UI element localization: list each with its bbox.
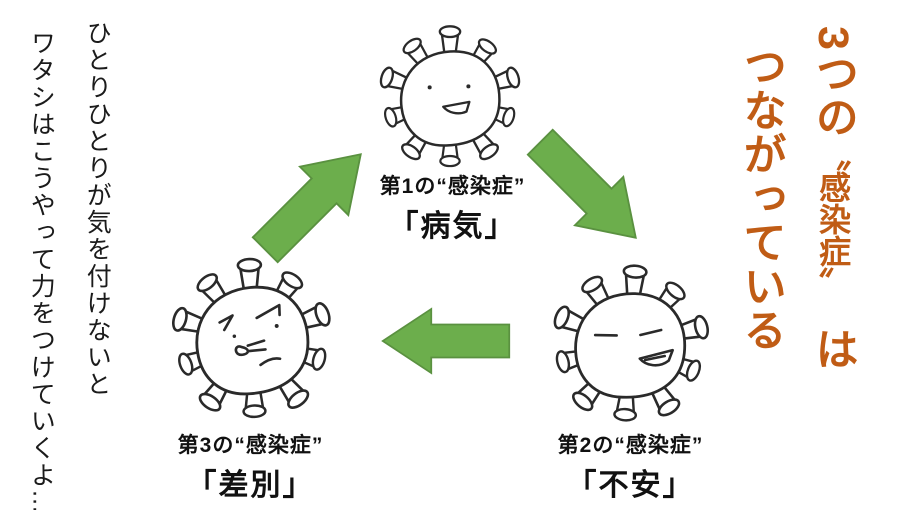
arrow-disease-to-anxiety — [526, 128, 637, 239]
label-disease: 第1の“感染症” 「病気」 — [345, 170, 560, 245]
angry-face — [218, 303, 282, 367]
label-anxiety: 第2の“感染症” 「不安」 — [523, 429, 738, 504]
label-disease-name: 「病気」 — [388, 210, 517, 243]
title-tail: は — [809, 326, 858, 371]
arrow-anxiety-to-discrimination — [381, 307, 511, 375]
neutral-face — [427, 84, 471, 115]
label-discrimination: 第3の“感染症” 「差別」 — [143, 429, 358, 504]
label-anxiety-name: 「不安」 — [566, 469, 695, 502]
label-disease-caption: 第1の“感染症” — [379, 175, 526, 198]
virus-anxiety-illustration — [521, 236, 739, 454]
title-quoted: 〝感染症〞 — [815, 138, 852, 299]
side-note-line-1: ひとりひとりが気を付けないと — [83, 20, 112, 398]
virus-discrimination-illustration — [144, 232, 359, 447]
smug-face — [593, 328, 674, 367]
main-title-line-1: 3つの〝感染症〞は — [809, 26, 858, 371]
label-discrimination-name: 「差別」 — [186, 469, 315, 502]
label-discrimination-caption: 第3の“感染症” — [177, 434, 324, 457]
main-title-line-2: つながっている — [737, 44, 786, 352]
arrow-discrimination-to-disease — [251, 153, 362, 264]
virus-disease-illustration — [358, 6, 542, 190]
label-anxiety-caption: 第2の“感染症” — [557, 434, 704, 457]
side-note-line-2: ワタシはこうやって力をつけていくよ… — [27, 30, 56, 510]
title-lead: 3つの — [809, 26, 858, 139]
